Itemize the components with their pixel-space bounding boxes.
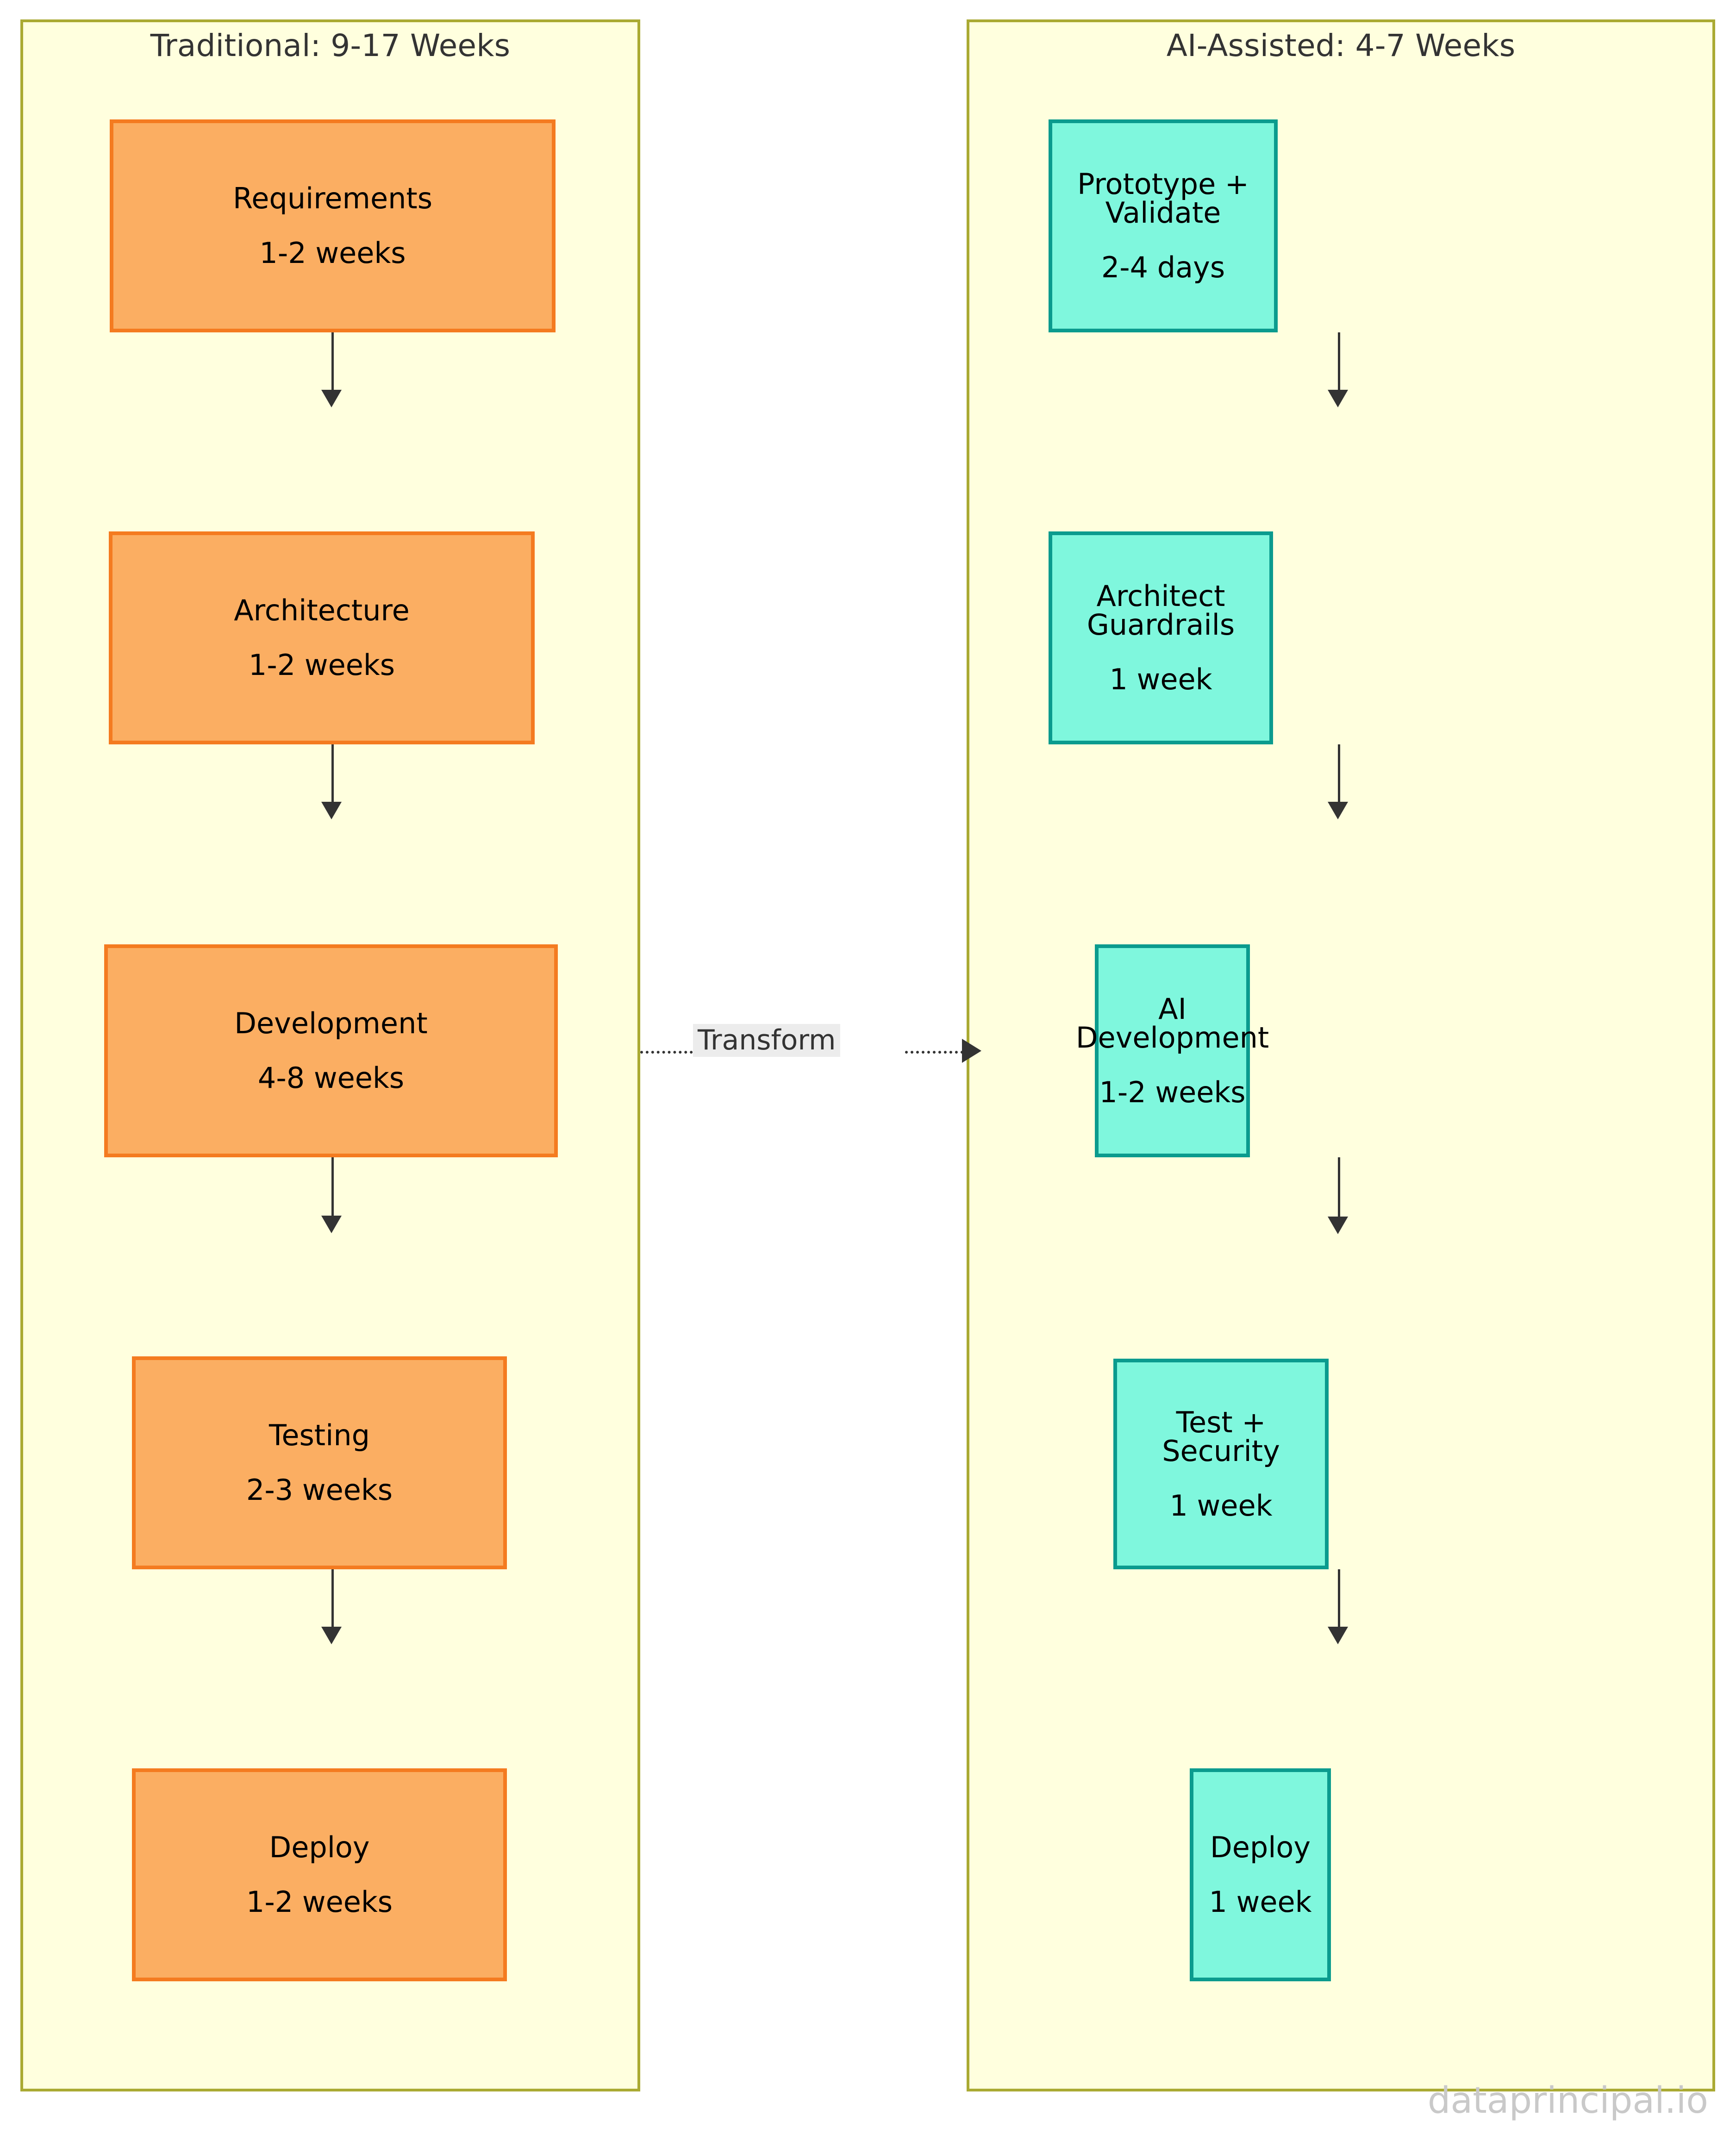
edge-architecture-to-development [331,744,334,804]
cluster-ai-assisted-title: AI-Assisted: 4-7 Weeks [1166,28,1516,63]
node-requirements[interactable]: Requirements 1-2 weeks [110,119,556,332]
cluster-ai-assisted: AI-Assisted: 4-7 Weeks [967,19,1715,2091]
edge-ai-development-to-test-security [1338,1157,1340,1218]
node-deploy-ai-assisted[interactable]: Deploy 1 week [1190,1768,1331,1981]
node-deploy-ai-assisted-duration: 1 week [1209,1885,1312,1919]
node-architecture-label: Architecture [234,593,410,627]
node-architecture-duration: 1-2 weeks [248,648,395,682]
arrowhead-down-icon [1328,1217,1348,1234]
node-architect-guardrails-duration: 1 week [1109,662,1212,696]
node-ai-development-duration: 1-2 weeks [1099,1075,1246,1109]
node-deploy-traditional-label: Deploy [269,1830,370,1864]
node-test-security-label: Test + Security [1162,1405,1280,1468]
node-testing-duration: 2-3 weeks [246,1473,393,1507]
cluster-traditional-title: Traditional: 9-17 Weeks [150,28,511,63]
node-requirements-label: Requirements [232,181,433,215]
edge-guardrails-to-ai-development [1338,744,1340,804]
edge-test-security-to-deploy [1338,1569,1340,1629]
node-development[interactable]: Development 4-8 weeks [104,944,558,1157]
transform-edge-segment-right [905,1051,969,1054]
arrowhead-down-icon [1328,802,1348,819]
arrowhead-right-icon [962,1039,981,1063]
node-prototype-validate-duration: 2-4 days [1101,250,1225,284]
node-test-security[interactable]: Test + Security 1 week [1113,1359,1329,1569]
node-testing[interactable]: Testing 2-3 weeks [132,1356,507,1569]
node-architecture[interactable]: Architecture 1-2 weeks [109,531,535,744]
node-test-security-duration: 1 week [1169,1488,1273,1523]
node-ai-development-label: AI Development [1075,992,1269,1055]
node-requirements-duration: 1-2 weeks [259,236,406,270]
transform-edge-label: Transform [693,1024,841,1057]
arrowhead-down-icon [1328,1627,1348,1644]
node-deploy-traditional-duration: 1-2 weeks [246,1885,393,1919]
node-development-label: Development [234,1006,428,1040]
node-prototype-validate[interactable]: Prototype + Validate 2-4 days [1049,119,1278,332]
edge-development-to-testing [331,1157,334,1217]
arrowhead-down-icon [321,1216,342,1233]
edge-testing-to-deploy [331,1569,334,1629]
node-deploy-traditional[interactable]: Deploy 1-2 weeks [132,1768,507,1981]
node-ai-development[interactable]: AI Development 1-2 weeks [1076,944,1269,1157]
edge-prototype-to-guardrails [1338,332,1340,392]
node-architect-guardrails[interactable]: Architect Guardrails 1 week [1049,531,1273,744]
arrowhead-down-icon [321,390,342,407]
arrowhead-down-icon [1328,390,1348,407]
edge-requirements-to-architecture [331,332,334,392]
arrowhead-down-icon [321,1627,342,1644]
watermark: dataprincipal.io [1427,2080,1708,2122]
node-architect-guardrails-label: Architect Guardrails [1087,579,1235,642]
node-prototype-validate-label: Prototype + Validate [1077,167,1249,230]
arrowhead-down-icon [321,802,342,819]
node-development-duration: 4-8 weeks [257,1061,405,1095]
node-deploy-ai-assisted-label: Deploy [1210,1830,1311,1864]
node-testing-label: Testing [269,1418,370,1452]
